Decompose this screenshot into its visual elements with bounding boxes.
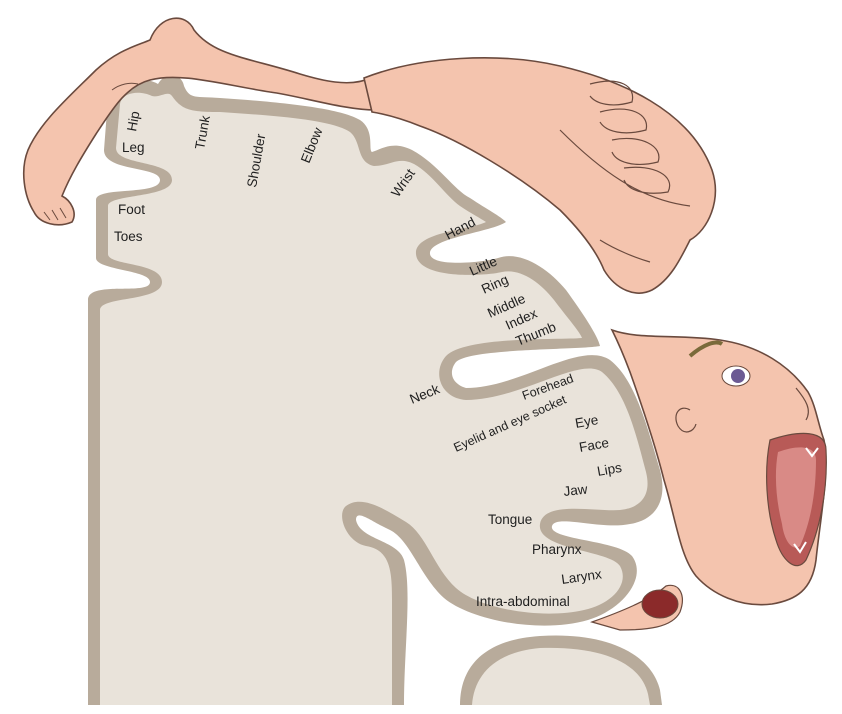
- label-toes: Toes: [114, 229, 143, 244]
- face-shape: [610, 328, 827, 606]
- leg-shape: [22, 17, 377, 226]
- toe-lines: [43, 207, 67, 221]
- label-pharynx: Pharynx: [532, 542, 582, 557]
- label-lips: Lips: [596, 460, 623, 479]
- mouth-inner: [775, 447, 816, 548]
- knee-crease: [111, 82, 139, 91]
- label-tongue: Tongue: [488, 512, 532, 527]
- hand-shape: [363, 57, 717, 294]
- cortex-white-matter: [100, 92, 648, 705]
- nose: [795, 387, 809, 421]
- eyebrow: [688, 340, 724, 358]
- teeth: [793, 447, 819, 554]
- label-hip: Hip: [124, 110, 142, 133]
- label-leg: Leg: [122, 140, 145, 155]
- cortex-slice: [88, 75, 663, 705]
- pharynx-opening: [641, 589, 679, 619]
- label-jaw: Jaw: [563, 482, 589, 499]
- ear: [675, 407, 697, 433]
- label-eye: Eye: [574, 412, 600, 431]
- label-larynx: Larynx: [560, 566, 602, 587]
- iris: [731, 369, 745, 383]
- label-face: Face: [578, 435, 610, 455]
- leg-figure: [22, 17, 377, 226]
- label-intra-abdominal: Intra-abdominal: [476, 594, 570, 609]
- label-trunk: Trunk: [192, 114, 213, 150]
- hand-figure: [363, 57, 717, 294]
- finger-lines: [559, 80, 691, 263]
- label-foot: Foot: [118, 202, 145, 217]
- face-figure: [610, 328, 827, 606]
- pharynx-figure: [590, 584, 683, 631]
- lower-gyrus-fill: [472, 647, 650, 705]
